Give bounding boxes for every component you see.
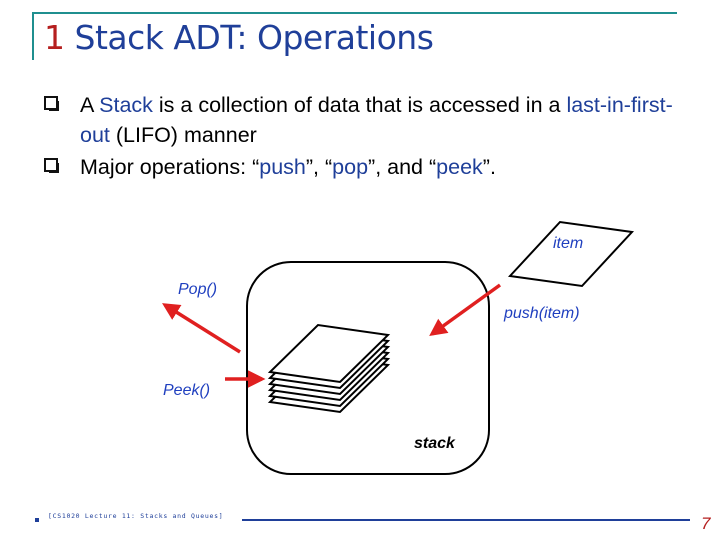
footer-course-label: [CS1020 Lecture 11: Stacks and Queues] [48, 512, 224, 520]
title-text: Stack ADT: Operations [74, 18, 434, 57]
bullet-major-operations: Major operations: “push”, “pop”, and “pe… [44, 152, 694, 182]
bullet1-text-3: (LIFO) manner [109, 123, 257, 147]
title-number: 1 [44, 18, 65, 57]
pop-arrow [162, 303, 241, 354]
bullet1-text-2: is a collection of data that is accessed… [152, 93, 567, 117]
title-frame-top [32, 12, 677, 14]
bullet2-sep-1: ”, “ [305, 155, 333, 179]
bullet2-text-1: Major operations: “ [80, 155, 260, 179]
pop-label: Pop() [178, 281, 217, 298]
bullet2-sep-2: ”, and “ [368, 155, 437, 179]
checkbox-bullet-icon [44, 158, 59, 173]
term-pop: pop [332, 155, 369, 179]
title-frame-left [32, 12, 34, 60]
bullet-stack-definition: A Stack is a collection of data that is … [44, 90, 694, 150]
stack-plate [267, 323, 391, 384]
term-lifo: last-in-first-out [80, 93, 673, 147]
push-arrow [429, 283, 502, 337]
push-label: push(item) [503, 305, 580, 322]
checkbox-bullet-icon [44, 96, 59, 111]
stack-plates [267, 323, 391, 414]
stack-label: stack [414, 435, 456, 452]
term-peek: peek [436, 155, 483, 179]
term-stack: Stack [99, 93, 153, 117]
bullet1-text-1: A [80, 93, 100, 117]
bullet-list: A Stack is a collection of data that is … [44, 90, 694, 184]
term-push: push [259, 155, 306, 179]
footer-divider [242, 519, 690, 521]
bullet2-text-end: ”. [482, 155, 496, 179]
item-plate [507, 220, 635, 288]
footer-marker [35, 518, 39, 522]
peek-label: Peek() [163, 382, 210, 399]
page-number: 7 [701, 514, 711, 533]
item-label: item [553, 235, 583, 252]
slide-title: 1 Stack ADT: Operations [44, 18, 434, 57]
